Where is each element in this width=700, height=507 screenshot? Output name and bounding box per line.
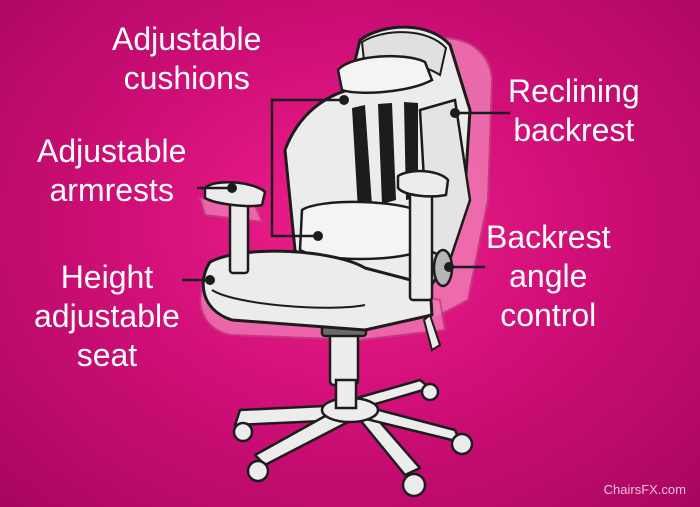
gas-cylinder bbox=[320, 320, 368, 410]
casters bbox=[232, 382, 474, 498]
label-height-adjustable-seat: Height adjustable seat bbox=[34, 259, 180, 373]
label-adjustable-armrests: Adjustable armrests bbox=[37, 133, 187, 208]
watermark: ChairsFX.com bbox=[603, 482, 686, 497]
height-lever bbox=[422, 313, 442, 352]
right-armrest bbox=[396, 169, 450, 302]
label-backrest-angle-control: Backrest angle control bbox=[486, 219, 611, 333]
head-cushion bbox=[336, 54, 434, 95]
chair-base bbox=[233, 378, 462, 477]
seat bbox=[201, 249, 434, 332]
label-adjustable-cushions: Adjustable cushions bbox=[112, 21, 262, 96]
callout-lines bbox=[182, 98, 510, 282]
callout-dots bbox=[205, 95, 460, 285]
label-reclining-backrest: Reclining backrest bbox=[508, 73, 640, 148]
lumbar-cushion bbox=[298, 200, 424, 261]
seat-front-edge bbox=[211, 289, 366, 309]
